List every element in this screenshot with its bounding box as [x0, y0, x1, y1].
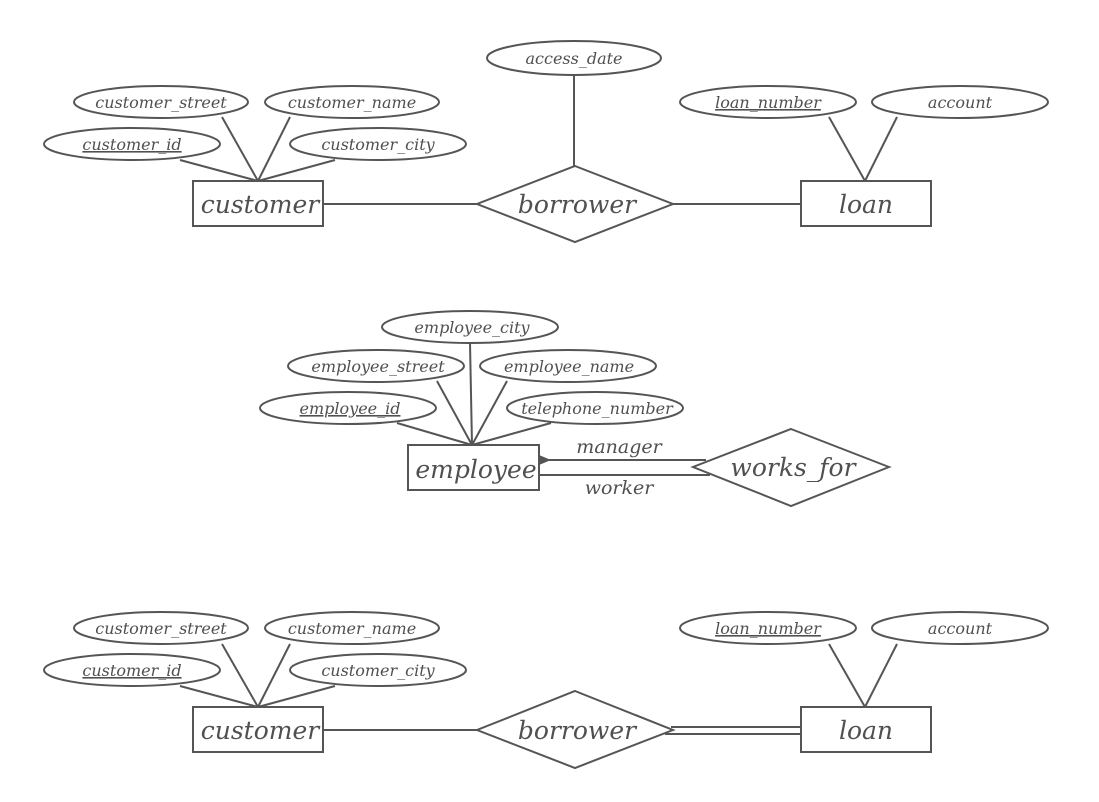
edge-customer-id	[179, 159, 259, 182]
attribute-loan-number-key: loan_number	[679, 85, 857, 119]
edge-loan-number	[828, 116, 866, 182]
role-label-manager: manager	[576, 436, 663, 458]
attribute-employee-name: employee_name	[479, 349, 657, 383]
relationship-borrower: borrower	[474, 164, 676, 244]
edge-employee-id	[396, 422, 473, 446]
svg-text:customer_city: customer_city	[321, 135, 435, 154]
svg-text:customer_street: customer_street	[95, 93, 227, 112]
attribute-customer-city: customer_city	[289, 653, 467, 687]
svg-text:telephone_number: telephone_number	[521, 399, 674, 418]
svg-text:customer_name: customer_name	[288, 619, 416, 638]
attribute-account: account	[871, 611, 1049, 645]
attribute-loan-number-key: loan_number	[679, 611, 857, 645]
attribute-employee-id-key: employee_id	[259, 391, 437, 425]
svg-text:access_date: access_date	[525, 49, 622, 68]
edge-customer-city	[257, 685, 336, 708]
edge-customer-street	[221, 116, 259, 182]
attribute-customer-name: customer_name	[264, 85, 440, 119]
svg-text:loan_number: loan_number	[715, 93, 822, 112]
attribute-customer-name: customer_name	[264, 611, 440, 645]
attribute-customer-id-key: customer_id	[43, 653, 221, 687]
entity-loan: loan	[800, 180, 932, 227]
relationship-borrower: borrower	[474, 689, 676, 770]
svg-text:customer: customer	[201, 190, 322, 219]
entity-employee: employee	[407, 444, 540, 491]
svg-text:loan_number: loan_number	[715, 619, 822, 638]
edge-account	[864, 643, 898, 708]
attribute-access-date: access_date	[486, 40, 662, 76]
attribute-customer-id-key: customer_id	[43, 127, 221, 161]
svg-text:borrower: borrower	[518, 716, 638, 745]
diagram-3: customer_street customer_name customer_i…	[43, 611, 1049, 770]
svg-text:loan: loan	[839, 190, 893, 219]
edge-customer-street	[221, 643, 259, 708]
svg-text:customer_id: customer_id	[82, 661, 181, 680]
edge-telephone-number	[471, 422, 552, 446]
svg-text:employee_name: employee_name	[504, 357, 634, 376]
edge-customer-name	[257, 116, 291, 182]
edge-employee-name	[471, 380, 508, 446]
svg-text:loan: loan	[839, 716, 893, 745]
attribute-customer-street: customer_street	[73, 85, 249, 119]
svg-text:account: account	[928, 619, 993, 638]
edge-employee-city	[469, 342, 473, 446]
attribute-account: account	[871, 85, 1049, 119]
svg-text:customer_id: customer_id	[82, 135, 181, 154]
svg-text:customer_city: customer_city	[321, 661, 435, 680]
attribute-telephone-number: telephone_number	[506, 391, 684, 425]
svg-text:customer: customer	[201, 716, 322, 745]
entity-customer: customer	[192, 706, 324, 753]
svg-text:customer_name: customer_name	[288, 93, 416, 112]
svg-text:employee_street: employee_street	[311, 357, 445, 376]
attribute-customer-city: customer_city	[289, 127, 467, 161]
entity-loan: loan	[800, 706, 932, 753]
relationship-works-for: works_for	[690, 427, 892, 508]
edge-customer-name	[257, 643, 291, 708]
edge-account	[864, 116, 898, 182]
diagram-2: employee_city employee_street employee_n…	[259, 310, 892, 508]
edge-customer-city	[257, 159, 336, 182]
edge-employee-street	[436, 380, 473, 446]
role-label-worker: worker	[585, 477, 656, 499]
svg-text:account: account	[928, 93, 993, 112]
entity-customer: customer	[192, 180, 324, 227]
attribute-employee-city: employee_city	[381, 310, 559, 344]
svg-text:employee: employee	[415, 455, 536, 484]
attribute-customer-street: customer_street	[73, 611, 249, 645]
svg-text:customer_street: customer_street	[95, 619, 227, 638]
svg-text:works_for: works_for	[730, 453, 857, 482]
svg-text:employee_id: employee_id	[300, 399, 401, 418]
svg-text:borrower: borrower	[518, 190, 638, 219]
edge-customer-id	[179, 685, 259, 708]
svg-text:employee_city: employee_city	[414, 318, 530, 337]
diagram-1: customer_street customer_name customer_i…	[43, 40, 1049, 244]
attribute-employee-street: employee_street	[287, 349, 465, 383]
edge-loan-number	[828, 643, 866, 708]
